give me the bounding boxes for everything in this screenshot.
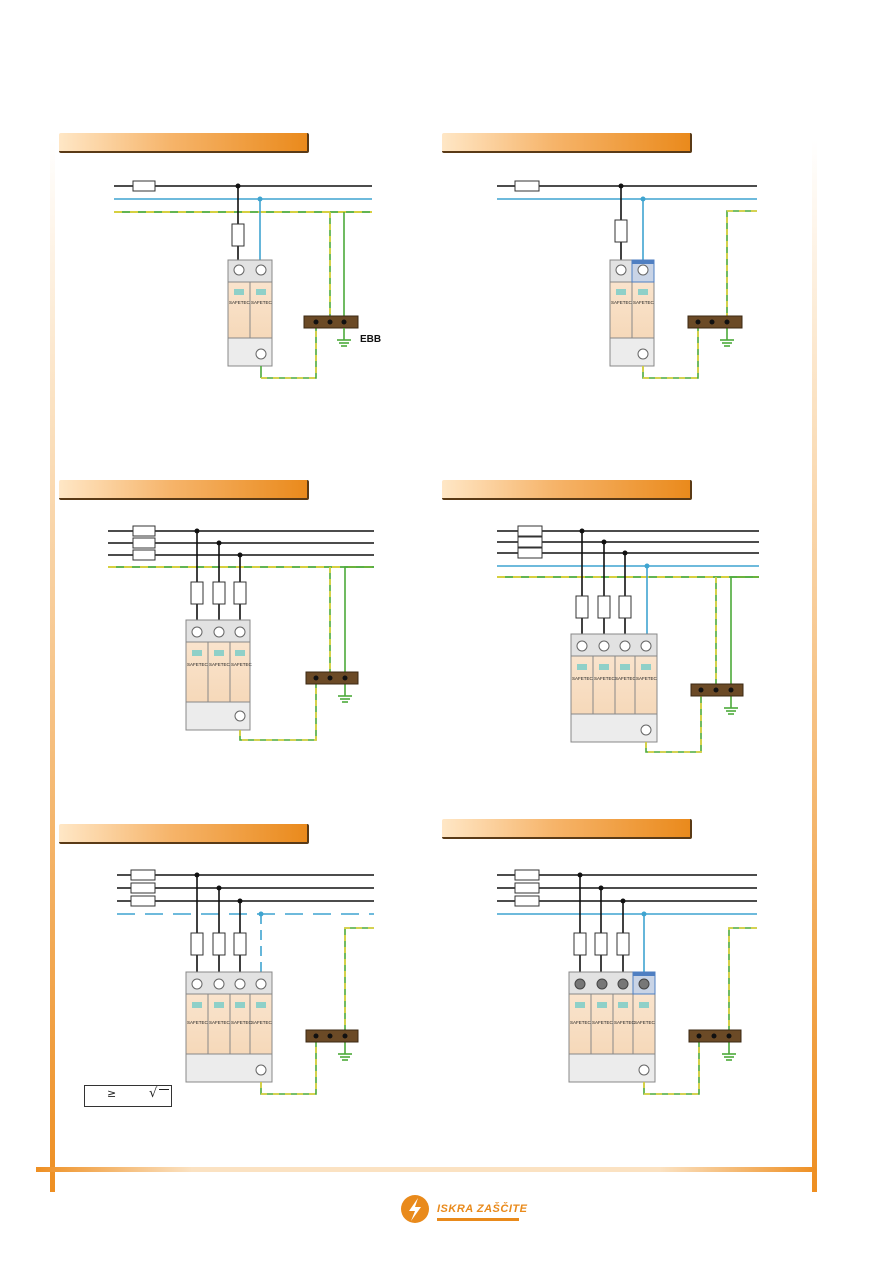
- module-label: SAFETEC: [633, 300, 655, 305]
- sqrt-symbol: √: [149, 1086, 158, 1101]
- module-label: SAFETEC: [636, 676, 658, 681]
- module-label: SAFETEC: [592, 1020, 614, 1025]
- module-label: SAFETEC: [594, 676, 616, 681]
- ebb-label: EBB: [360, 334, 381, 345]
- logo-underline: [437, 1218, 519, 1221]
- module-label: SAFETEC: [209, 1020, 231, 1025]
- diagram-2: [497, 180, 757, 379]
- module-label: SAFETEC: [209, 662, 231, 667]
- module-label: SAFETEC: [251, 300, 273, 305]
- diagram-6: [497, 869, 757, 1095]
- module-label: SAFETEC: [251, 1020, 273, 1025]
- module-label: SAFETEC: [229, 300, 251, 305]
- formula-box: ≥ √: [84, 1085, 172, 1107]
- diagram-5: [117, 869, 374, 1095]
- module-label: SAFETEC: [187, 662, 209, 667]
- module-label: SAFETEC: [614, 1020, 636, 1025]
- section-tab-5: [59, 824, 309, 844]
- section-tab-4: [442, 480, 692, 500]
- module-label: SAFETEC: [634, 1020, 656, 1025]
- company-name: ISKRA ZAŠČITE: [437, 1203, 528, 1215]
- section-tab-3: [59, 480, 309, 500]
- module-label: SAFETEC: [570, 1020, 592, 1025]
- module-label: SAFETEC: [615, 676, 637, 681]
- diagram-1: [114, 180, 372, 379]
- greater-equal-symbol: ≥: [107, 1087, 117, 1100]
- sqrt-bar: [159, 1089, 169, 1090]
- module-label: SAFETEC: [231, 662, 253, 667]
- section-tab-1: [59, 133, 309, 153]
- diagram-4: [497, 525, 759, 753]
- module-label: SAFETEC: [611, 300, 633, 305]
- company-logo: [401, 1195, 429, 1223]
- module-label: SAFETEC: [572, 676, 594, 681]
- module-label: SAFETEC: [187, 1020, 209, 1025]
- diagram-3: [108, 525, 374, 741]
- module-label: SAFETEC: [231, 1020, 253, 1025]
- section-tab-2: [442, 133, 692, 153]
- section-tab-6: [442, 819, 692, 839]
